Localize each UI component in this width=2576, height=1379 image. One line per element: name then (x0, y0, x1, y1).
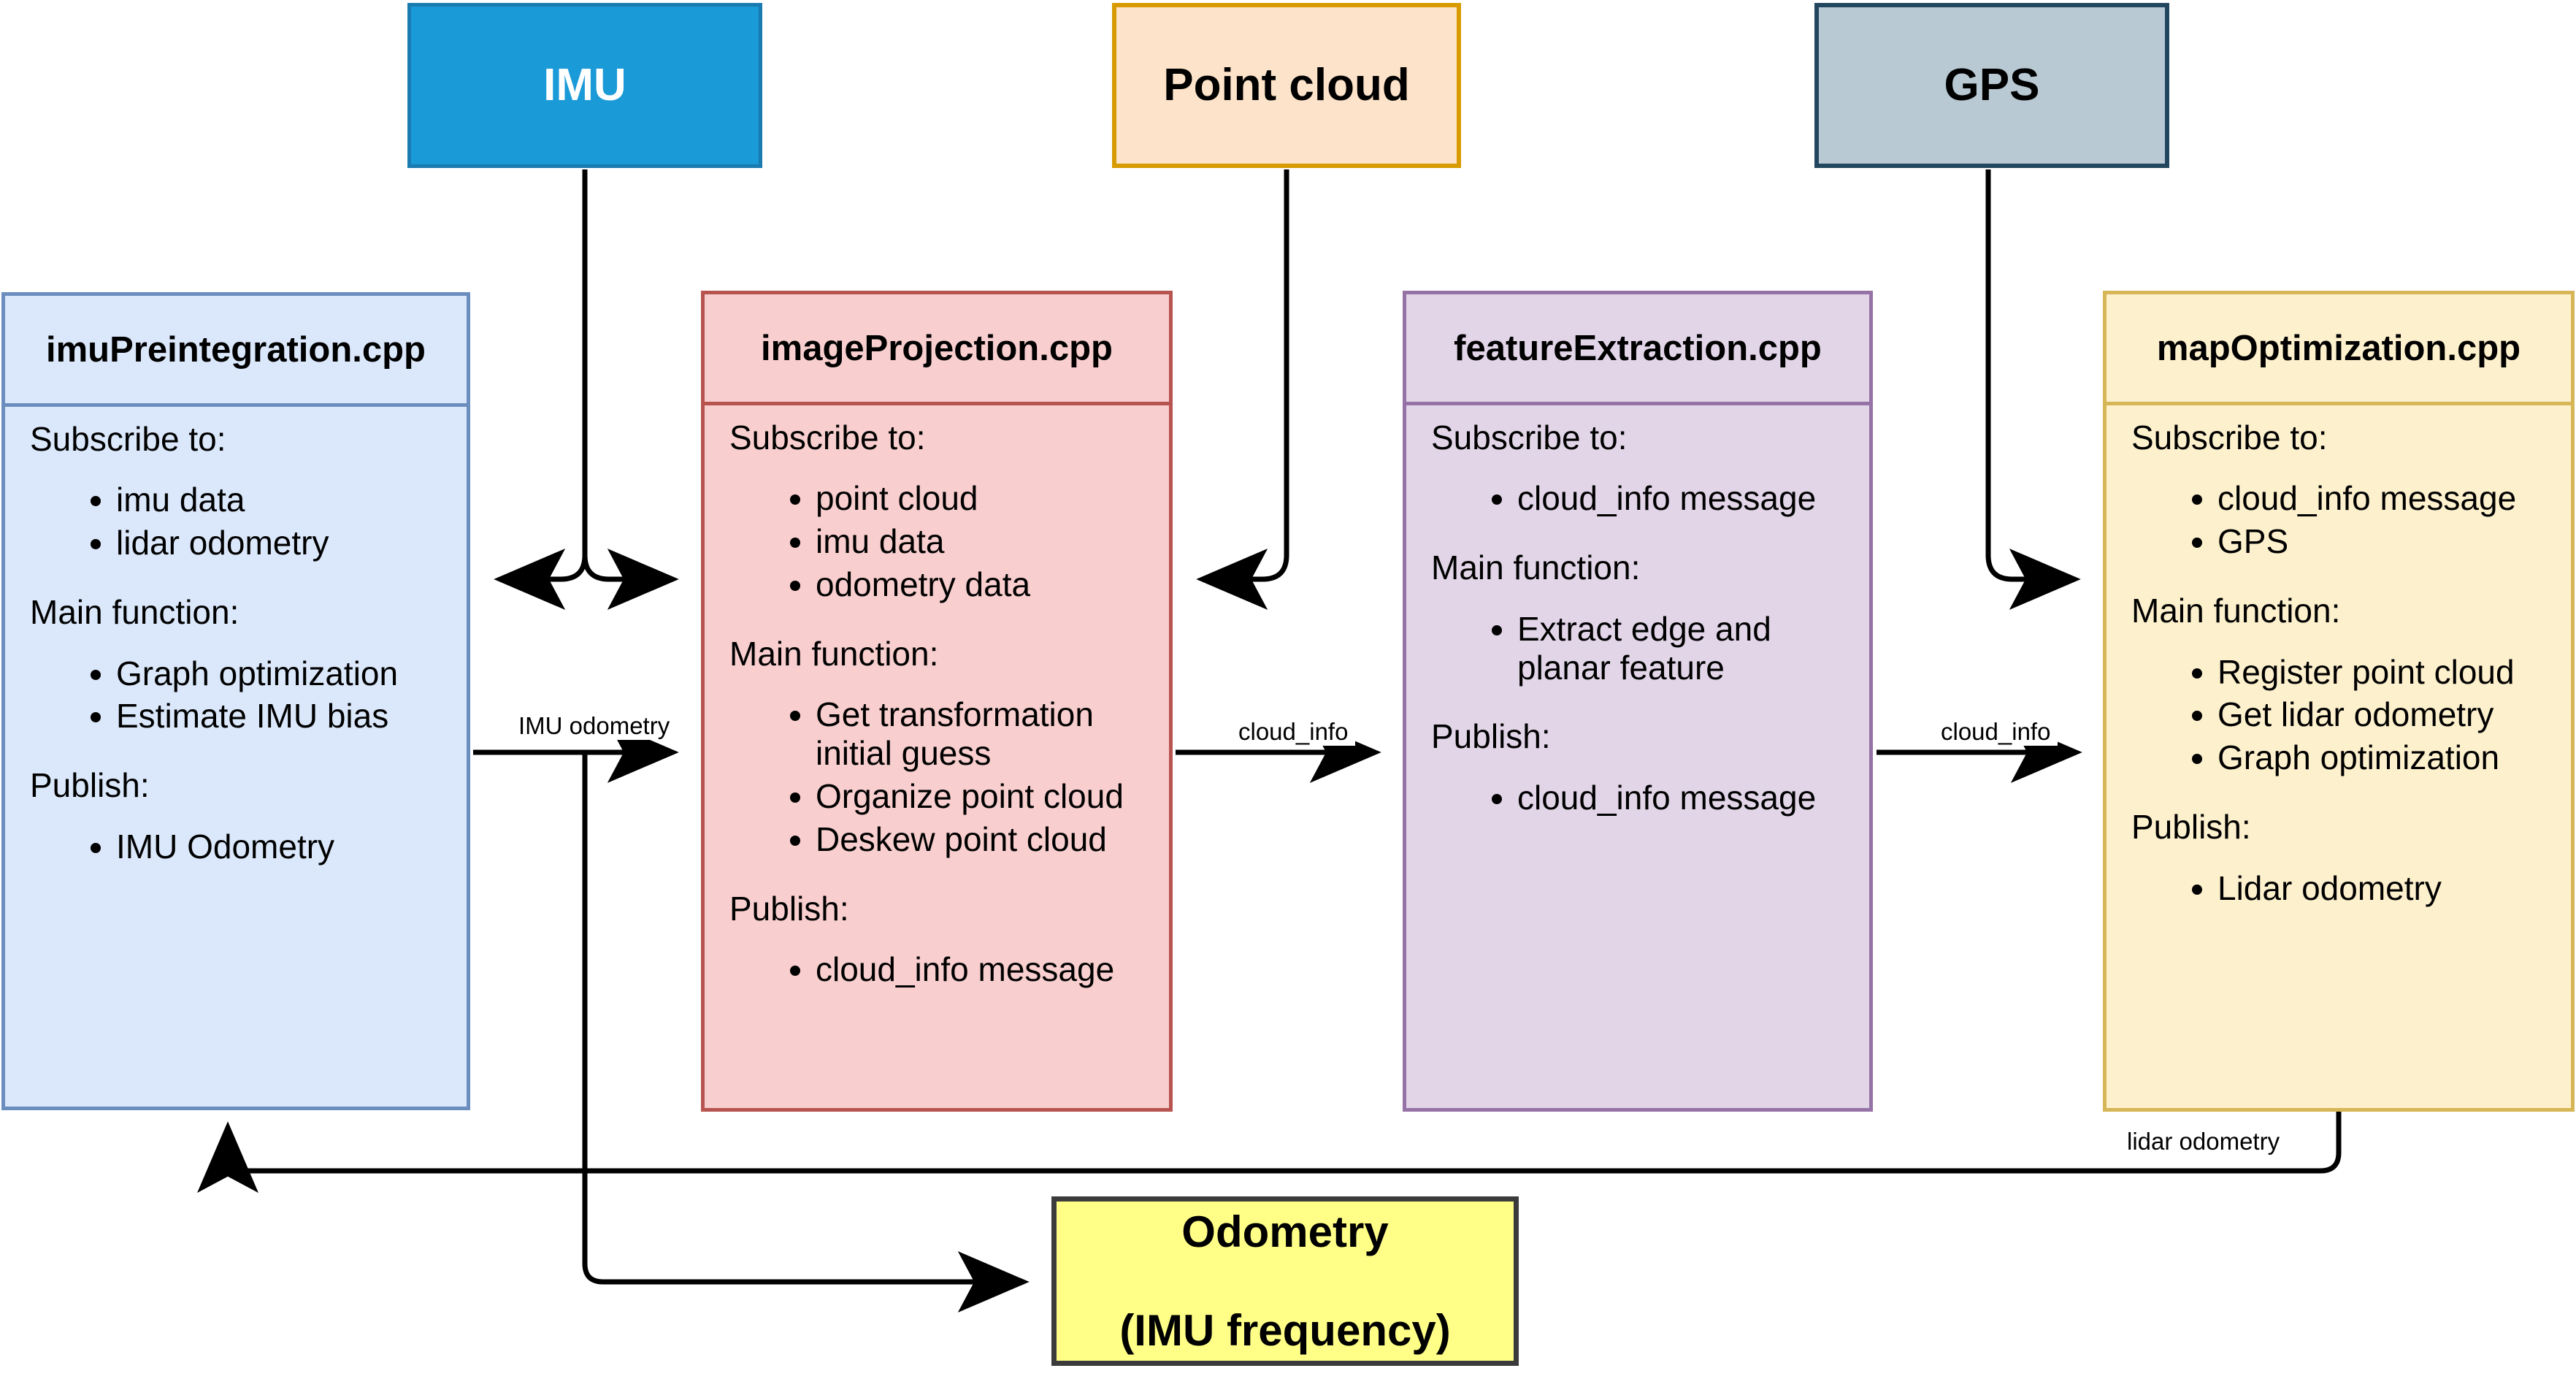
edge-imu-to-imupre (494, 169, 588, 610)
imu-source-label: IMU (543, 60, 626, 111)
section-heading: Subscribe to: (729, 419, 926, 457)
section-list: Get transformation initial guess Organiz… (729, 695, 1150, 859)
point-cloud-source-box[interactable]: Point cloud (1112, 3, 1461, 168)
section-heading: Publish: (2131, 808, 2251, 847)
section-heading: Subscribe to: (2131, 419, 2328, 457)
map-optimization-title: mapOptimization.cpp (2107, 294, 2571, 405)
image-projection-box[interactable]: imageProjection.cpp Subscribe to: point … (701, 291, 1173, 1112)
list-item: IMU Odometry (116, 828, 448, 866)
section-heading: Publish: (729, 889, 849, 928)
list-item: imu data (116, 481, 448, 519)
section-list: cloud_info message (1431, 779, 1850, 817)
edge-label-cloud-info-1: cloud_info (1231, 718, 1356, 746)
odometry-output-box[interactable]: Odometry (IMU frequency) (1051, 1196, 1519, 1366)
imu-source-box[interactable]: IMU (407, 3, 762, 168)
imu-preintegration-title: imuPreintegration.cpp (5, 296, 467, 407)
section-list: point cloud imu data odometry data (729, 479, 1150, 604)
odometry-output-line2: (IMU frequency) (1119, 1305, 1451, 1355)
image-projection-body: Subscribe to: point cloud imu data odome… (705, 405, 1169, 1027)
list-item: Deskew point cloud (816, 820, 1150, 859)
point-cloud-source-label: Point cloud (1163, 60, 1410, 111)
section-list: IMU Odometry (30, 828, 448, 866)
image-projection-title: imageProjection.cpp (705, 294, 1169, 405)
edge-gps-to-mapoptimization (1985, 169, 2081, 610)
list-item: Get transformation initial guess (816, 695, 1150, 773)
section-list: Register point cloud Get lidar odometry … (2131, 653, 2552, 778)
list-item: imu data (816, 522, 1150, 561)
map-optimization-box[interactable]: mapOptimization.cpp Subscribe to: cloud_… (2103, 291, 2575, 1112)
edge-pointcloud-to-imageprojection (1196, 169, 1289, 610)
list-item: lidar odometry (116, 524, 448, 562)
edge-label-lidar-odometry: lidar odometry (2120, 1128, 2288, 1155)
map-optimization-body: Subscribe to: cloud_info message GPS Mai… (2107, 405, 2571, 945)
edge-label-cloud-info-2: cloud_info (1933, 718, 2058, 746)
edge-label-imu-odometry: IMU odometry (511, 712, 678, 740)
list-item: Organize point cloud (816, 777, 1150, 816)
section-list: cloud_info message (1431, 479, 1850, 518)
gps-source-label: GPS (1944, 60, 2040, 111)
list-item: cloud_info message (1517, 479, 1850, 518)
section-heading: Main function: (2131, 592, 2341, 630)
section-list: cloud_info message GPS (2131, 479, 2552, 561)
section-list: cloud_info message (729, 950, 1150, 989)
list-item: odometry data (816, 565, 1150, 604)
feature-extraction-body: Subscribe to: cloud_info message Main fu… (1406, 405, 1869, 855)
list-item: Estimate IMU bias (116, 697, 448, 736)
section-list: Lidar odometry (2131, 869, 2552, 908)
list-item: Register point cloud (2217, 653, 2552, 692)
list-item: Graph optimization (116, 654, 448, 693)
edge-mapoptimization-to-imupre (197, 1112, 2342, 1193)
imu-preintegration-body: Subscribe to: imu data lidar odometry Ma… (5, 407, 467, 904)
list-item: GPS (2217, 522, 2552, 561)
section-heading: Publish: (1431, 717, 1551, 756)
imu-preintegration-box[interactable]: imuPreintegration.cpp Subscribe to: imu … (1, 292, 470, 1110)
gps-source-box[interactable]: GPS (1814, 3, 2169, 168)
section-heading: Subscribe to: (30, 420, 226, 458)
section-heading: Main function: (30, 593, 239, 632)
section-list: Extract edge and planar feature (1431, 610, 1850, 687)
section-list: imu data lidar odometry (30, 481, 448, 562)
list-item: cloud_info message (816, 950, 1150, 989)
edge-imu-to-imageprojection (582, 169, 679, 610)
list-item: Extract edge and planar feature (1517, 610, 1850, 687)
section-heading: Main function: (1431, 549, 1641, 587)
list-item: Graph optimization (2217, 738, 2552, 777)
odometry-output-line1: Odometry (1181, 1207, 1389, 1257)
section-heading: Main function: (729, 635, 939, 673)
section-list: Graph optimization Estimate IMU bias (30, 654, 448, 736)
list-item: point cloud (816, 479, 1150, 518)
list-item: cloud_info message (1517, 779, 1850, 817)
list-item: Lidar odometry (2217, 869, 2552, 908)
section-heading: Subscribe to: (1431, 419, 1628, 457)
list-item: cloud_info message (2217, 479, 2552, 518)
feature-extraction-title: featureExtraction.cpp (1406, 294, 1869, 405)
feature-extraction-box[interactable]: featureExtraction.cpp Subscribe to: clou… (1403, 291, 1873, 1112)
list-item: Get lidar odometry (2217, 695, 2552, 734)
section-heading: Publish: (30, 766, 150, 805)
